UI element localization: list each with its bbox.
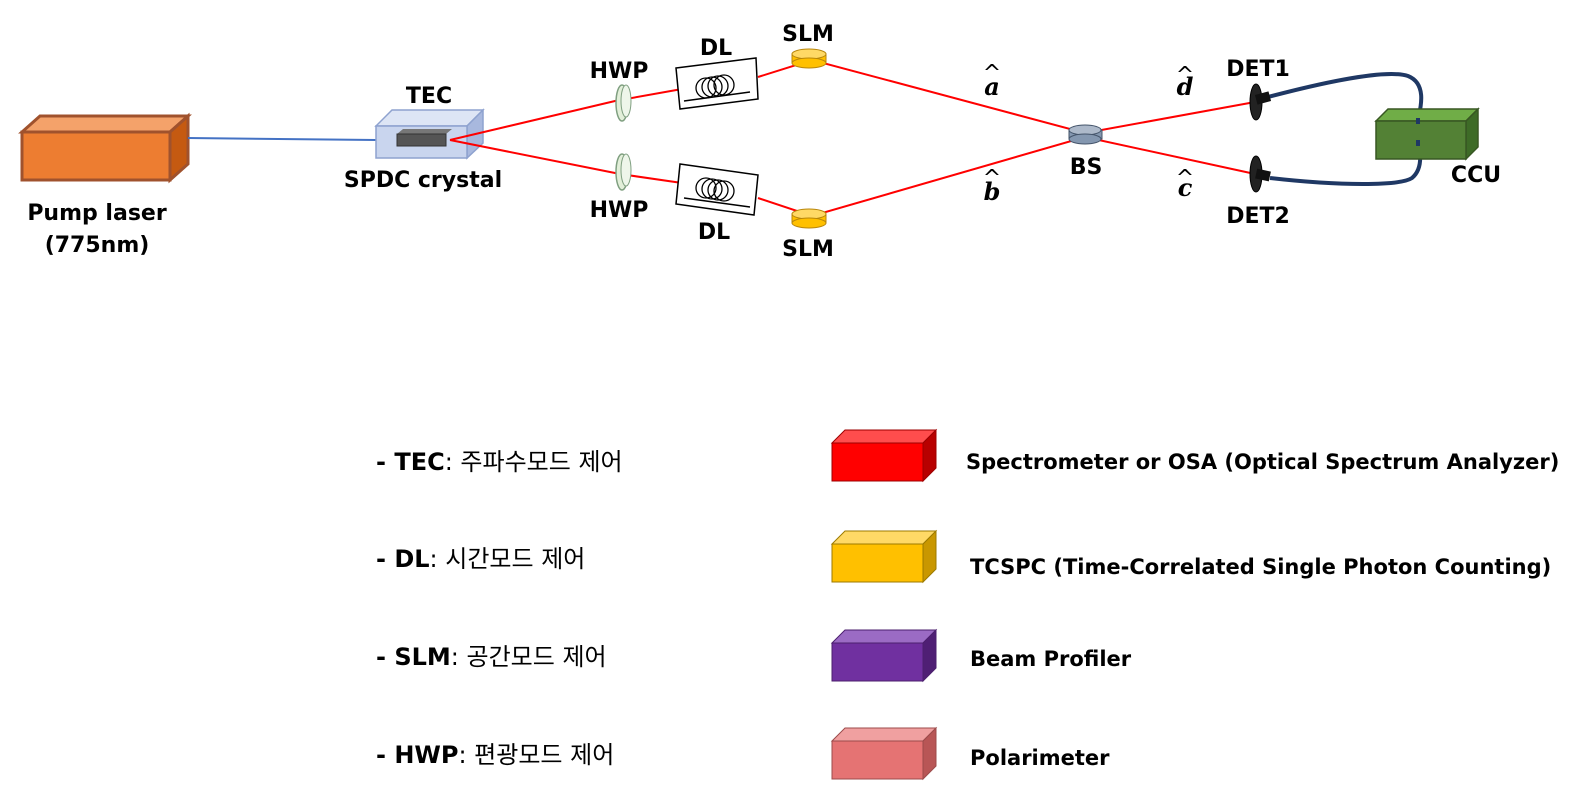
spectrometer-label: Spectrometer or OSA (Optical Spectrum An…	[966, 450, 1559, 474]
legend-dl: - DL: 시간모드 제어	[376, 545, 585, 573]
legend-tec-desc: : 주파수모드 제어	[445, 448, 623, 476]
ccu-box	[1374, 107, 1480, 161]
slm-bottom-label: SLM	[782, 237, 834, 262]
pump-laser-label: Pump laser	[27, 201, 167, 226]
mode-a-label: a	[984, 72, 1000, 101]
det1-label: DET1	[1226, 57, 1290, 82]
beam-paths	[449, 58, 1256, 218]
delay-line-top	[675, 57, 759, 110]
beam-profiler-swatch	[830, 628, 938, 683]
mode-c-hat: ^	[1176, 166, 1194, 191]
hwp-bottom-label: HWP	[590, 198, 649, 223]
beam-splitter	[1068, 124, 1103, 145]
hwp-top	[615, 84, 632, 122]
tcspc-label: TCSPC (Time-Correlated Single Photon Cou…	[970, 555, 1551, 579]
tec-box	[374, 108, 485, 160]
spdc-crystal	[396, 133, 447, 147]
hwp-top-label: HWP	[590, 59, 649, 84]
pump-wavelength-label: (775nm)	[45, 233, 150, 258]
mode-b-hat: ^	[983, 166, 1001, 191]
legend-dl-desc: : 시간모드 제어	[430, 545, 586, 573]
legend-slm-desc: : 공간모드 제어	[451, 643, 607, 671]
dl-top-label: DL	[700, 36, 732, 61]
det2-label: DET2	[1226, 204, 1290, 229]
legend-tec: - TEC: 주파수모드 제어	[376, 448, 623, 476]
devices-legend: Spectrometer or OSA (Optical Spectrum An…	[830, 428, 1559, 781]
legend-hwp: - HWP: 편광모드 제어	[376, 741, 614, 769]
det2-detector	[1249, 155, 1271, 193]
slm-top	[791, 48, 827, 69]
polarimeter-swatch	[830, 726, 938, 781]
spdc-crystal-label: SPDC crystal	[344, 168, 502, 193]
det1-detector	[1249, 83, 1272, 121]
mode-d-hat: ^	[1176, 63, 1194, 88]
slm-top-label: SLM	[782, 22, 834, 47]
polarimeter-label: Polarimeter	[970, 746, 1110, 770]
mode-a-hat: ^	[983, 61, 1001, 86]
legend-slm: - SLM: 공간모드 제어	[376, 643, 607, 671]
pump-laser	[18, 112, 192, 184]
legend-slm-key: - SLM	[376, 643, 451, 671]
spectrometer-swatch	[830, 428, 938, 483]
ccu-label: CCU	[1451, 163, 1501, 188]
mode-c-label: c	[1178, 173, 1193, 202]
bs-label: BS	[1070, 155, 1103, 180]
slm-bottom	[791, 208, 827, 229]
legend-hwp-key: - HWP	[376, 741, 458, 769]
mode-b-label: b	[984, 177, 1001, 206]
controls-legend: - TEC: 주파수모드 제어 - DL: 시간모드 제어 - SLM: 공간모…	[376, 448, 623, 769]
legend-dl-key: - DL	[376, 545, 430, 573]
mode-d-label: d	[1177, 72, 1194, 101]
beam-profiler-label: Beam Profiler	[970, 647, 1132, 671]
dl-bottom-label: DL	[698, 220, 730, 245]
delay-line-bottom	[675, 163, 759, 216]
legend-hwp-desc: : 편광모드 제어	[458, 741, 614, 769]
tcspc-swatch	[830, 529, 938, 584]
hwp-bottom	[615, 153, 632, 191]
tec-label: TEC	[406, 84, 452, 109]
legend-tec-key: - TEC	[376, 448, 445, 476]
pump-beam-line	[187, 137, 377, 141]
